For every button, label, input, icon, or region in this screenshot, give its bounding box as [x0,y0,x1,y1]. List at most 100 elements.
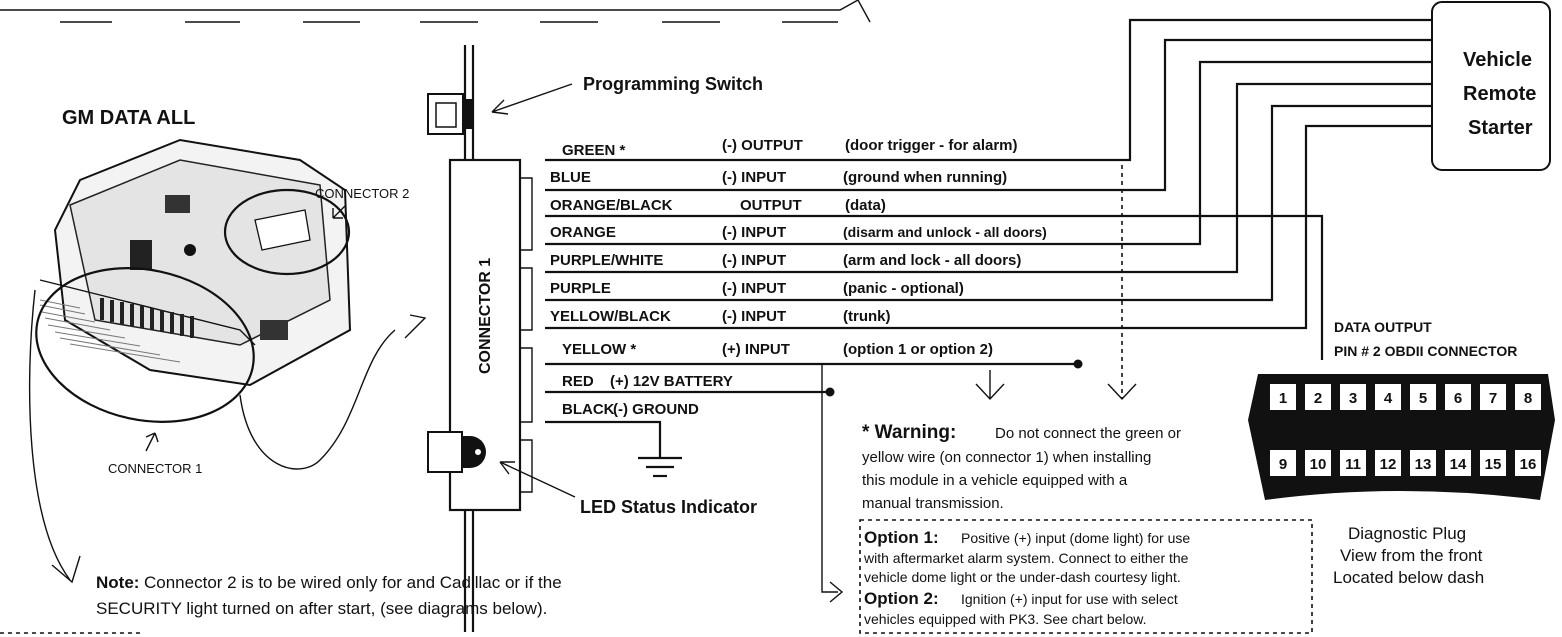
wire-label: ORANGE [550,224,616,241]
obd-pin-label: 4 [1384,390,1393,407]
obd-pin-cell [1515,384,1541,410]
wire-desc: (door trigger - for alarm) [845,137,1018,154]
option1-line: vehicle dome light or the under-dash cou… [864,569,1181,585]
warning-line: Do not connect the green or [995,425,1181,442]
connector1-callout: CONNECTOR 1 [108,461,202,476]
wire-label: YELLOW * [562,341,636,358]
option2-head: Option 2: [864,589,939,608]
option2-line: Ignition (+) input for use with select [961,591,1178,607]
wire-type: (+) 12V BATTERY [610,373,733,390]
note-arrowhead [51,555,81,584]
warning-arrowhead-solid [975,383,1005,401]
bottom-note: Note: Connector 2 is to be wired only fo… [96,573,562,618]
option1-head: Option 1: [864,528,939,547]
wire-type-labels: (-) OUTPUT (-) INPUT OUTPUT (-) INPUT (-… [610,137,803,418]
obd-pin-cell [1270,450,1296,476]
programming-switch-label: Programming Switch [583,74,763,94]
connector1-block-label: CONNECTOR 1 [477,258,494,374]
module-title: GM DATA ALL [62,107,195,129]
connector1-pins [520,177,533,493]
obd-pin-label: 11 [1345,456,1361,473]
warning-line: manual transmission. [862,495,1004,512]
obd-pin-cell [1305,384,1331,410]
remote-starter-box [1431,1,1551,171]
option1-line: Positive (+) input (dome light) for use [961,530,1190,546]
obd-pin-cell [1375,450,1401,476]
note-line: SECURITY light turned on after start, (s… [96,599,547,618]
wire-black [545,420,662,458]
obd-pin-cell [1375,384,1401,410]
obd-pin-label: 15 [1485,456,1502,473]
option1-line: with aftermarket alarm system. Connect t… [863,550,1189,566]
wire-label: ORANGE/BLACK [550,197,673,214]
top-border [0,0,871,23]
obd-pin-label: 10 [1310,456,1327,473]
warning-line: this module in a vehicle equipped with a [862,472,1128,489]
wire-orange [545,60,1432,246]
obd-pin-cell [1445,384,1471,410]
wire-type: (-) GROUND [613,401,699,418]
obd-pin-cell [1480,450,1506,476]
obd-pin-cell [1305,450,1331,476]
remote-starter-label: Starter [1468,117,1533,139]
wire-desc: (arm and lock - all doors) [843,252,1021,269]
remote-starter-label: Remote [1463,83,1536,105]
wire-type: OUTPUT [740,197,802,214]
wire-orange-black [545,214,1324,360]
wire-label: YELLOW/BLACK [550,308,671,325]
wire-red-end [825,387,835,397]
remote-starter-label: Vehicle [1463,49,1532,71]
obd-pin-label: 12 [1380,456,1397,473]
option-arrow [821,364,838,593]
programming-switch [427,93,472,135]
obd-caption: Diagnostic Plug [1348,524,1466,543]
wire-label: GREEN * [562,142,626,159]
obd-pin-label: 3 [1349,390,1357,407]
obd-pin-label: 6 [1454,390,1462,407]
note-head: Note: [96,573,139,592]
wire-yellow-end [1073,359,1083,369]
obd-pin-label: 1 [1279,390,1287,407]
wire-label: BLUE [550,169,591,186]
swoop-arrowhead [404,314,427,339]
obd-title-1: DATA OUTPUT [1334,319,1432,335]
led-status-label: LED Status Indicator [580,497,757,517]
obd-pin-cell [1340,450,1366,476]
obd-pin-cell [1340,384,1366,410]
wires [545,18,1432,458]
obd-pin-cell [1480,384,1506,410]
warning-head: * Warning: [862,422,956,443]
wire-desc: (ground when running) [843,169,1007,186]
obd-pin-label: 9 [1279,456,1287,473]
swoop-arrow [239,329,396,470]
option2-line: vehicles equipped with PK3. See chart be… [864,611,1147,627]
obd-title-2: PIN # 2 OBDII CONNECTOR [1334,343,1517,359]
connector2-callout: CONNECTOR 2 [315,186,409,201]
obd-pin-cell [1410,450,1436,476]
wire-label: BLACK [562,401,615,418]
wire-type: (-) INPUT [722,224,786,241]
obd-pin-label: 7 [1489,390,1497,407]
wire-desc: (panic - optional) [843,280,964,297]
obd-pin-label: 16 [1520,456,1537,473]
options-box [859,519,1313,634]
wire-label: PURPLE/WHITE [550,252,663,269]
led-status-indicator [427,431,486,473]
programming-switch-arrow [491,83,573,115]
wire-type: (-) INPUT [722,252,786,269]
wire-purple-white [545,82,1432,274]
wire-color-labels: GREEN * BLUE ORANGE/BLACK ORANGE PURPLE/… [550,142,673,418]
obd-pin-label: 2 [1314,390,1322,407]
wire-label: PURPLE [550,280,611,297]
wire-type: (-) INPUT [722,308,786,325]
obd-pin-label: 14 [1450,456,1467,473]
wire-blue [545,38,1432,192]
connector2-arrow [332,205,346,219]
connector1-arrow [145,432,159,452]
wire-type: (+) INPUT [722,341,790,358]
obd-pin-cell [1410,384,1436,410]
module-drawing [39,138,352,387]
note-line: Connector 2 is to be wired only for and … [144,573,562,592]
